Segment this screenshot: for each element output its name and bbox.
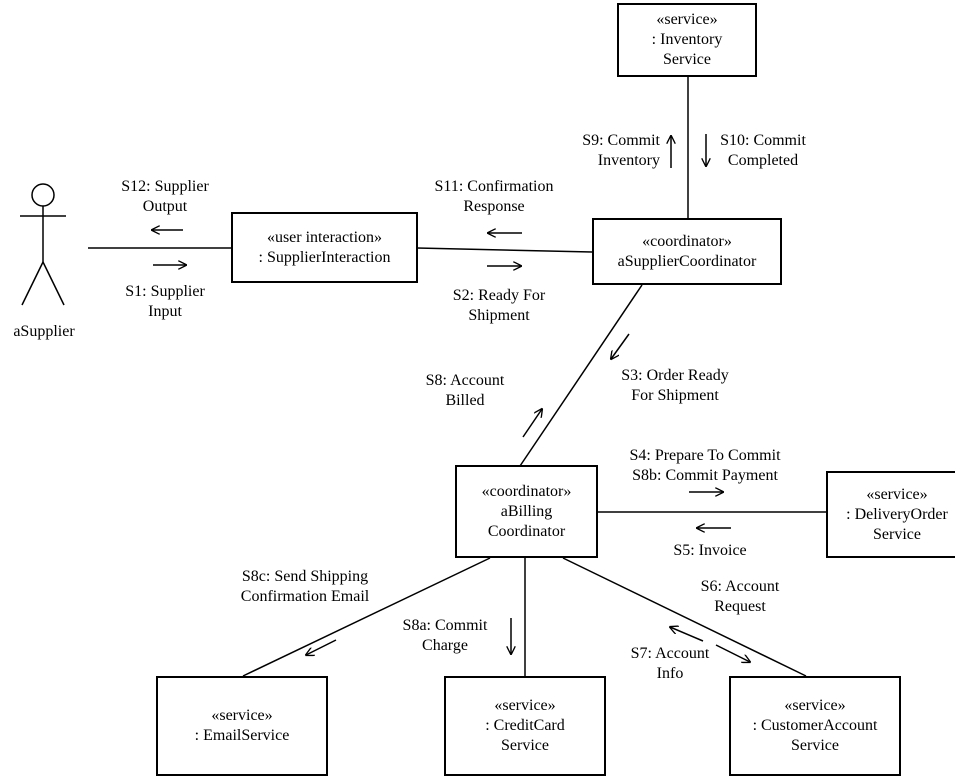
link-supplier-billing — [519, 284, 643, 467]
message-label-s2: S2: Ready For Shipment — [452, 287, 546, 324]
message-label-s6: S6: Account Request — [700, 578, 780, 615]
arrow-s3 — [611, 333, 630, 359]
message-label-s8a: S8a: Commit Charge — [402, 617, 488, 654]
message-label-s10: S10: Commit Completed — [720, 132, 806, 169]
link-billing-customeraccount — [562, 557, 807, 677]
message-label-s1: S1: Supplier Input — [125, 283, 205, 320]
arrow-s7 — [670, 627, 704, 642]
message-label-s11: S11: Confirmation Response — [434, 178, 554, 215]
object-inventory-service: «service» : Inventory Service — [617, 3, 757, 77]
message-label-s3: S3: Order Ready For Shipment — [621, 367, 729, 404]
object-billing-coordinator: «coordinator» aBilling Coordinator — [455, 465, 598, 558]
message-label-s8: S8: Account Billed — [425, 372, 505, 409]
message-label-s4-s8b: S4: Prepare To Commit S8b: Commit Paymen… — [629, 447, 781, 484]
message-label-s12: S12: Supplier Output — [121, 178, 209, 215]
actor-label: aSupplier — [13, 323, 75, 340]
message-label-s9: S9: Commit Inventory — [582, 132, 660, 169]
message-label-s7: S7: Account Info — [630, 645, 710, 682]
object-customer-account-service: «service» : CustomerAccount Service — [729, 676, 901, 776]
object-supplier-interaction: «user interaction» : SupplierInteraction — [231, 212, 418, 283]
arrow-s6 — [715, 644, 750, 662]
actor-figure — [20, 183, 66, 306]
message-label-s8c: S8c: Send Shipping Confirmation Email — [240, 568, 370, 605]
object-email-service: «service» : EmailService — [156, 676, 328, 776]
link-billing-email — [242, 557, 491, 677]
arrow-s8 — [522, 409, 542, 438]
object-delivery-order-service: «service» : DeliveryOrder Service — [826, 471, 955, 558]
message-label-s5: S5: Invoice — [673, 542, 747, 559]
link-interaction-coordinator — [416, 247, 593, 253]
object-creditcard-service: «service» : CreditCard Service — [444, 676, 606, 776]
object-supplier-coordinator: «coordinator» aSupplierCoordinator — [592, 218, 782, 285]
arrow-s8c — [306, 639, 337, 655]
